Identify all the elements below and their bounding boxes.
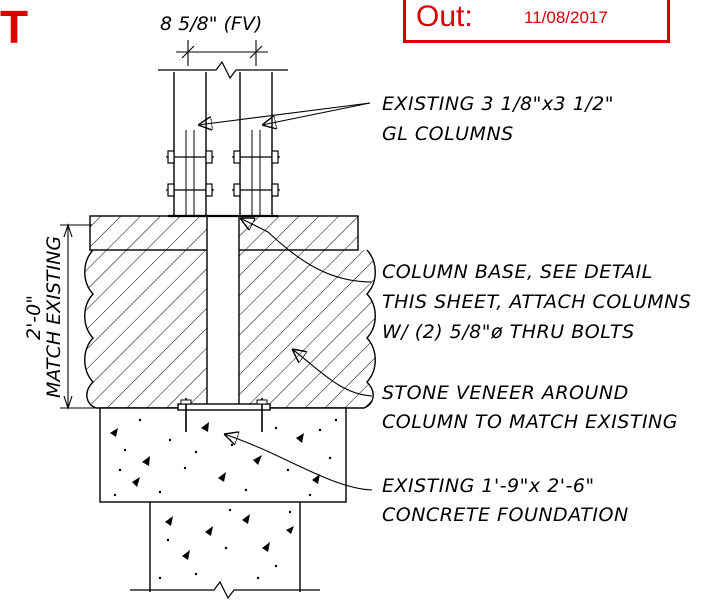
callout-stone-veneer: STONE VENEER AROUND COLUMN TO MATCH EXIS… (382, 382, 678, 433)
callout-line: EXISTING 3 1/8"x3 1/2" (382, 93, 614, 115)
out-stamp: Out: 11/08/2017 (403, 0, 670, 43)
callout-column-base: COLUMN BASE, SEE DETAIL THIS SHEET, ATTA… (382, 261, 691, 343)
stamp-partial-letter: T (0, 1, 29, 53)
stamp-date: 11/08/2017 (524, 8, 608, 27)
concrete-foundation (99, 407, 347, 600)
height-dimension-value: 2'-0" (23, 295, 45, 340)
base-plate (177, 398, 271, 432)
top-spacing-dimension: 8 5/8" (FV) (160, 13, 262, 35)
callout-line: GL COLUMNS (382, 123, 514, 145)
callout-gl-columns: EXISTING 3 1/8"x3 1/2" GL COLUMNS (382, 93, 614, 145)
height-dimension (60, 223, 98, 410)
callout-line: COLUMN BASE, SEE DETAIL (382, 261, 653, 283)
callout-line: STONE VENEER AROUND (382, 382, 629, 404)
callout-concrete-foundation: EXISTING 1'-9"x 2'-6" CONCRETE FOUNDATIO… (382, 475, 629, 526)
concrete-aggregate (110, 418, 338, 580)
callout-line: CONCRETE FOUNDATION (382, 504, 629, 526)
callout-line: W/ (2) 5/8"ø THRU BOLTS (382, 321, 635, 343)
match-existing-label: MATCH EXISTING (43, 236, 65, 398)
callout-line: COLUMN TO MATCH EXISTING (382, 411, 678, 433)
stamp-label: Out: (416, 0, 473, 33)
callout-line: EXISTING 1'-9"x 2'-6" (382, 475, 595, 497)
thru-bolts (166, 150, 280, 197)
gl-columns (158, 60, 288, 216)
callout-line: THIS SHEET, ATTACH COLUMNS (382, 291, 691, 313)
top-dimension (176, 40, 268, 66)
leaders (198, 102, 373, 491)
